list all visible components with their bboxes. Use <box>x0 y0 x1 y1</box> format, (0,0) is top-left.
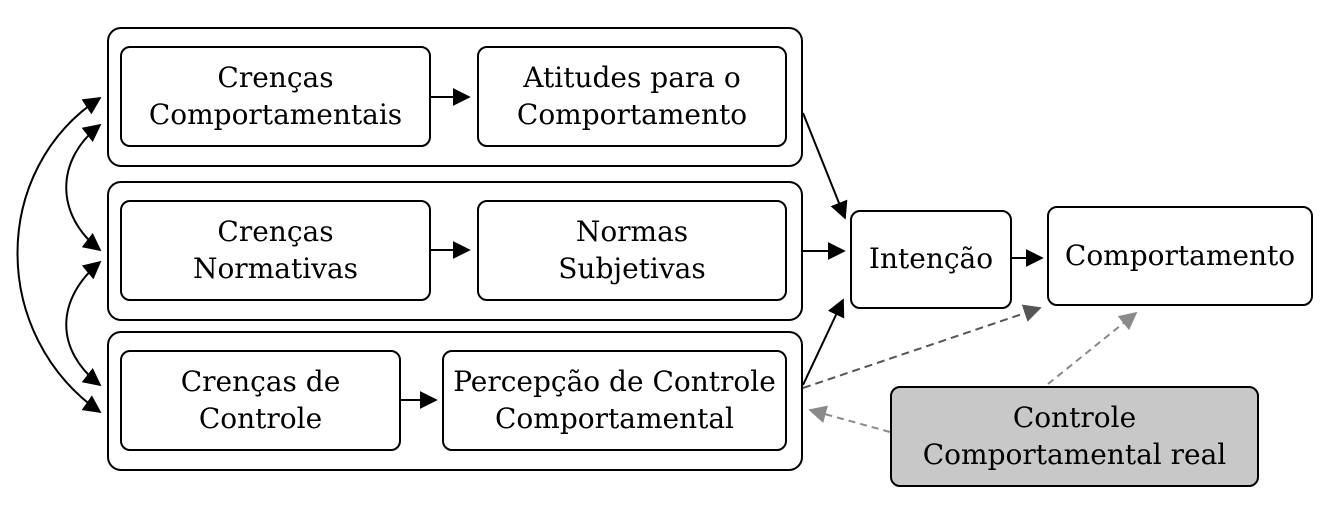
subjective-norms-line-2: Subjetivas <box>558 251 706 285</box>
actual-control-line-2: Comportamental real <box>922 437 1227 471</box>
behavior-label: Comportamento <box>1064 238 1296 272</box>
normative-beliefs-line-2: Normativas <box>192 251 359 285</box>
behavioral-beliefs-line-1: Crenças <box>217 61 334 95</box>
behavioral-beliefs-line-2: Comportamentais <box>148 97 403 131</box>
behavioral-beliefs-node: Crenças Comportamentais <box>120 46 431 147</box>
curve-norms-control <box>65 260 102 387</box>
control-beliefs-line-1: Crenças de <box>180 365 341 399</box>
arrow-actual-to-perceived-dashed <box>808 405 891 433</box>
arrow-perceived-to-intention <box>802 298 845 386</box>
perceived-control-line-1: Percepção de Controle <box>453 365 776 399</box>
attitudes-line-2: Comportamento <box>516 97 748 131</box>
subjective-norms-node: Normas Subjetivas <box>477 200 787 301</box>
normative-beliefs-node: Crenças Normativas <box>120 200 431 301</box>
arrow-attitudes-to-intention <box>802 112 848 220</box>
perceived-control-node: Percepção de Controle Comportamental <box>442 350 787 451</box>
control-beliefs-node: Crenças de Controle <box>120 350 401 451</box>
attitudes-node: Atitudes para o Comportamento <box>477 46 787 147</box>
actual-control-node: Controle Comportamental real <box>890 386 1259 487</box>
normative-beliefs-line-1: Crenças <box>217 215 334 249</box>
perceived-control-line-2: Comportamental <box>495 401 734 435</box>
control-beliefs-line-2: Controle <box>198 401 323 435</box>
intention-label: Intenção <box>868 242 994 276</box>
attitudes-line-1: Atitudes para o <box>523 61 741 95</box>
arrow-actual-to-behavior-dashed <box>1047 311 1138 385</box>
actual-control-line-1: Controle <box>1012 401 1137 435</box>
intention-node: Intenção <box>850 210 1012 309</box>
curve-attitude-norms <box>65 123 102 252</box>
subjective-norms-line-1: Normas <box>575 215 689 249</box>
curve-attitude-control <box>16 97 102 414</box>
arrow-perceived-to-behavior-dashed <box>802 304 1042 389</box>
behavior-node: Comportamento <box>1047 206 1313 306</box>
